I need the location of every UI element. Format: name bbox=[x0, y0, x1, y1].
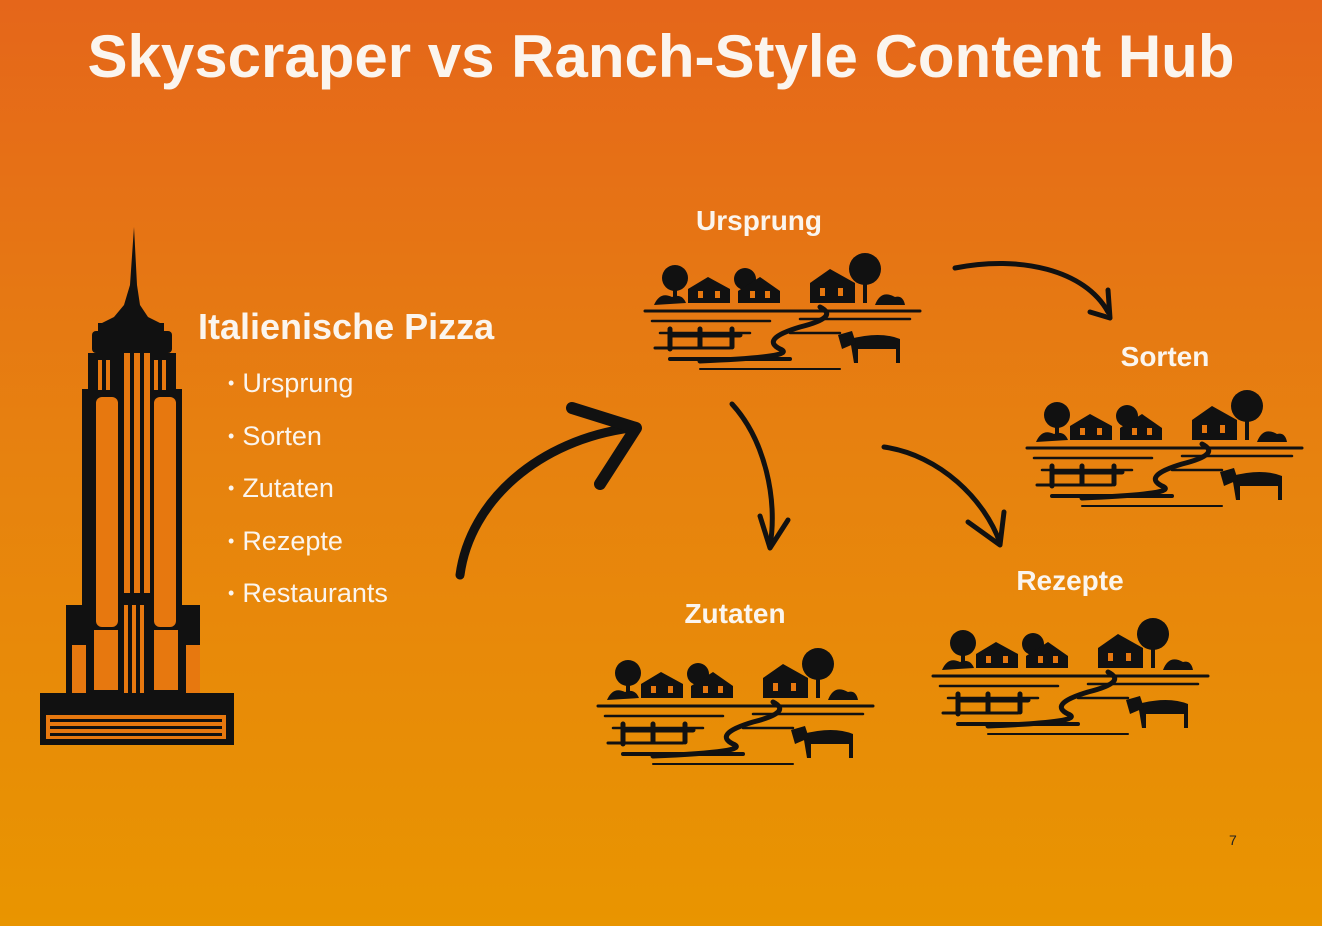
node-label-rezepte: Rezepte bbox=[1016, 565, 1124, 596]
arrow-to-sorten-icon bbox=[952, 260, 1113, 321]
arrow-to-rezepte-icon bbox=[881, 444, 1007, 548]
ranch-scene-zutaten-icon bbox=[598, 648, 873, 764]
topic-list-item: Ursprung bbox=[228, 368, 388, 421]
arrow-to-zutaten-icon bbox=[729, 401, 791, 551]
topic-list-item: Restaurants bbox=[228, 578, 388, 631]
node-label-sorten: Sorten bbox=[1120, 341, 1210, 372]
topic-list-item: Sorten bbox=[228, 421, 388, 474]
topic-list-item: Rezepte bbox=[228, 526, 388, 579]
node-label-zutaten: Zutaten bbox=[684, 598, 786, 629]
page-number: 7 bbox=[1229, 832, 1237, 848]
topic-list: Ursprung Sorten Zutaten Rezepte Restaura… bbox=[228, 368, 388, 631]
skyscraper-icon bbox=[40, 227, 234, 745]
topic-list-item: Zutaten bbox=[228, 473, 388, 526]
hub-heading: Italienische Pizza bbox=[198, 306, 495, 347]
ranch-scene-ursprung-icon bbox=[645, 253, 920, 369]
node-label-ursprung: Ursprung bbox=[696, 205, 822, 236]
ranch-scene-sorten-icon bbox=[1027, 390, 1302, 506]
big-arrow-icon bbox=[455, 402, 642, 580]
slide-title: Skyscraper vs Ranch-Style Content Hub bbox=[87, 23, 1235, 90]
ranch-scene-rezepte-icon bbox=[933, 618, 1208, 734]
